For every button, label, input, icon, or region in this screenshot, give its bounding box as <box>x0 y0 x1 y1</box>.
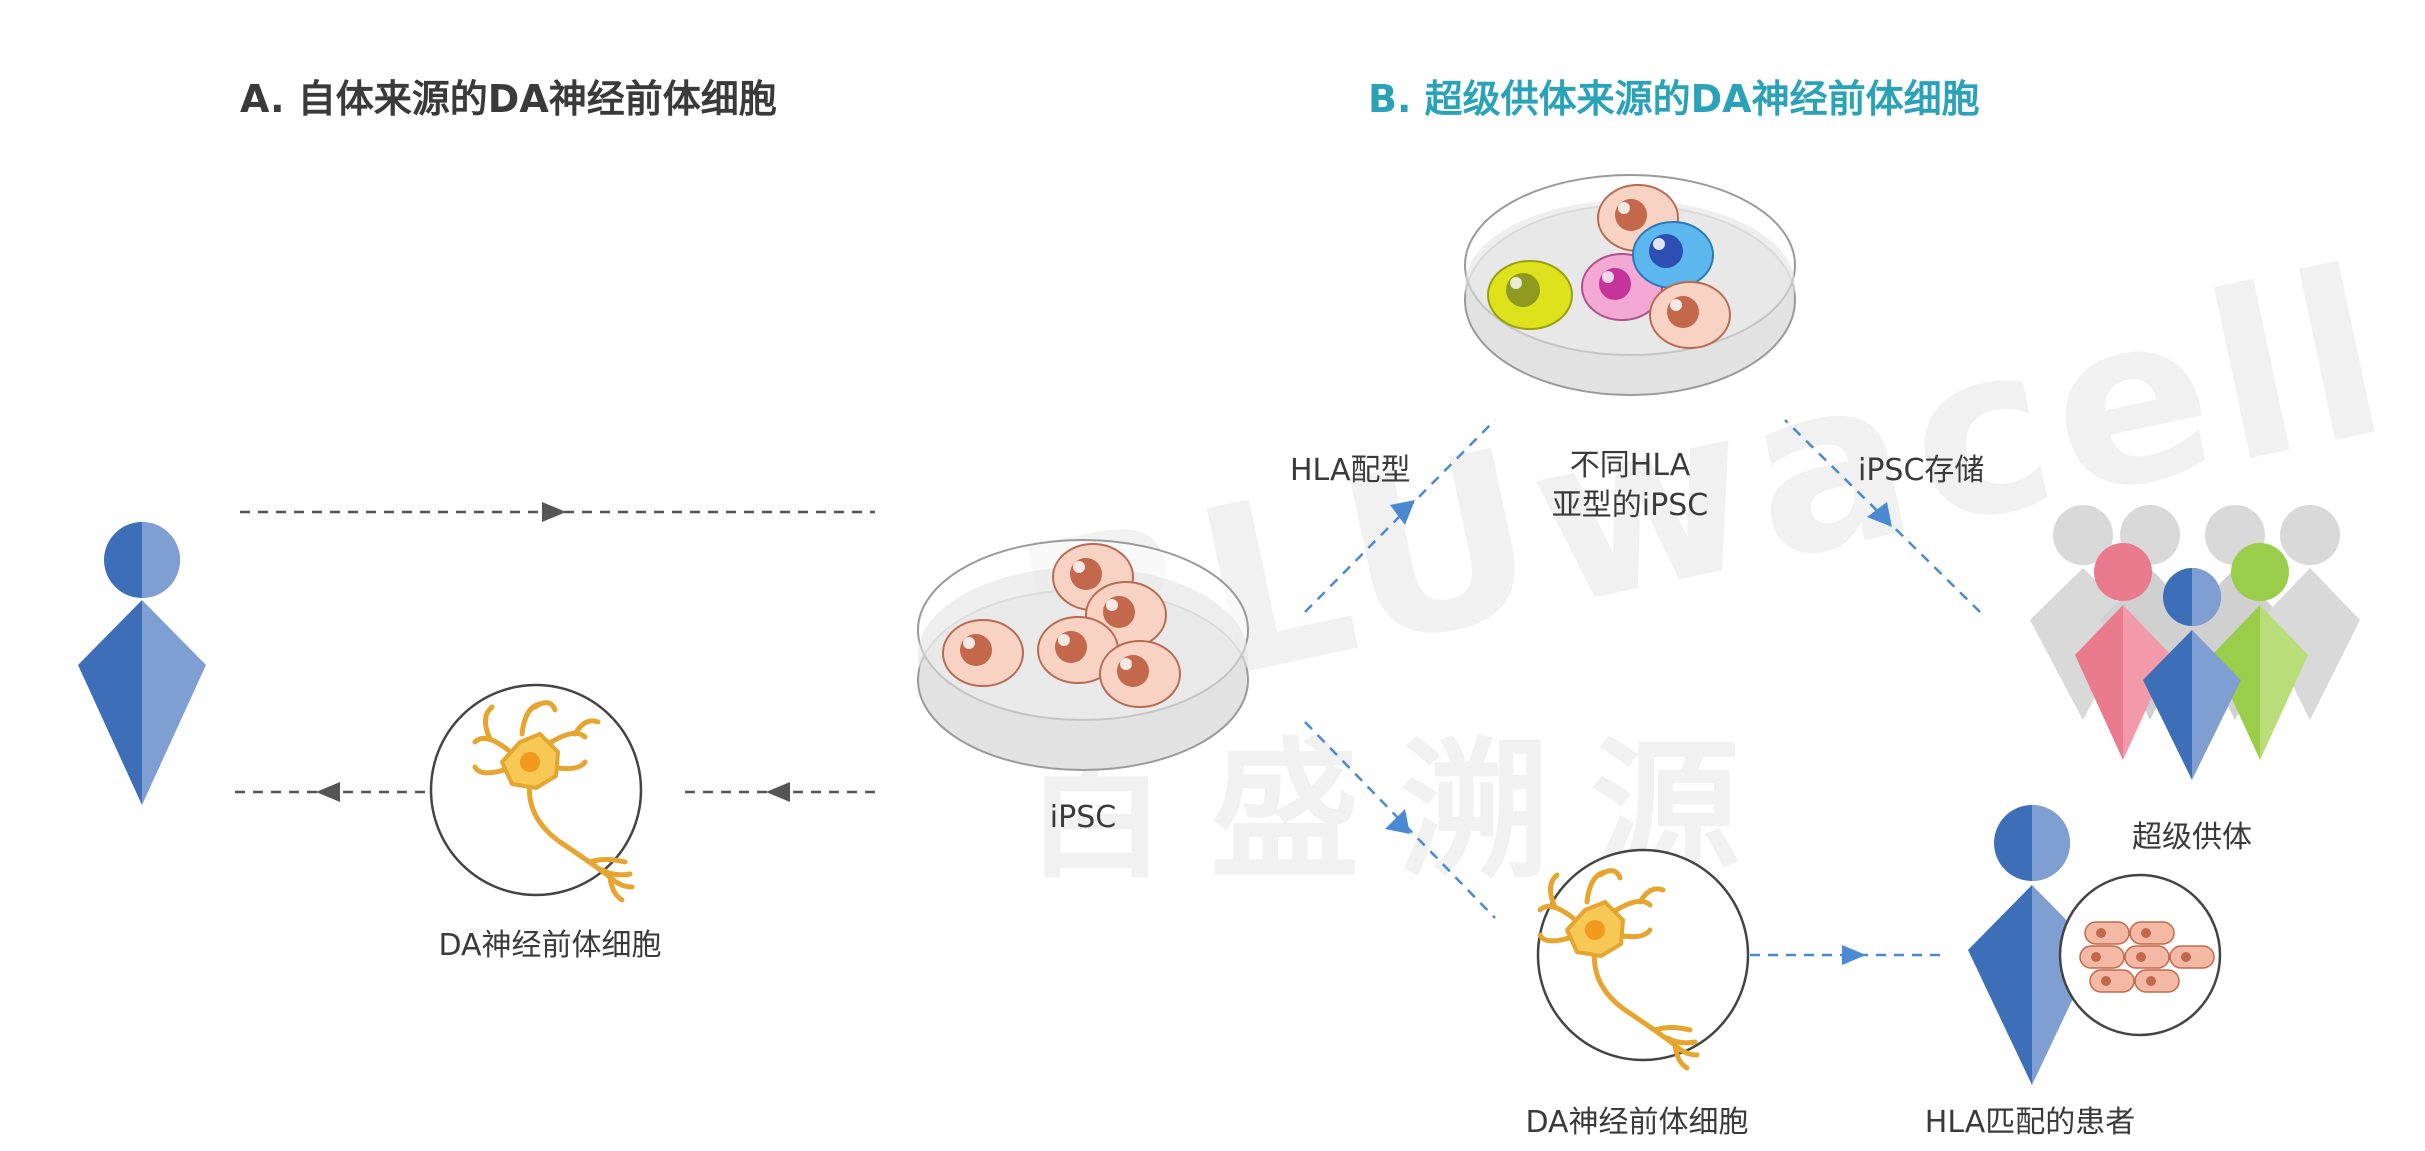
ipsc-storage-label: iPSC存储 <box>1858 453 1985 488</box>
ipsc-label: iPSC <box>1049 800 1117 835</box>
hla-typing-label: HLA配型 <box>1290 453 1411 488</box>
patient-label: HLA匹配的患者 <box>1924 1105 2136 1140</box>
panel-a-title: A. 自体来源的DA神经前体细胞 <box>240 77 777 121</box>
different-hla-line2: 亚型的iPSC <box>1551 488 1709 523</box>
patient-a-figure <box>78 522 206 805</box>
different-hla-line1: 不同HLA <box>1569 448 1691 483</box>
panel-b-title: B. 超级供体来源的DA神经前体细胞 <box>1368 77 1980 121</box>
neuron-b-label: DA神经前体细胞 <box>1525 1105 1749 1140</box>
neuron-a-label: DA神经前体细胞 <box>438 928 662 963</box>
hla-ipsc-dish <box>1464 174 1796 396</box>
matched-patient-figure <box>1968 805 2222 1085</box>
super-donor-group <box>2030 505 2360 780</box>
super-donor-label: 超级供体 <box>2132 820 2252 855</box>
ipsc-dish <box>917 539 1249 771</box>
